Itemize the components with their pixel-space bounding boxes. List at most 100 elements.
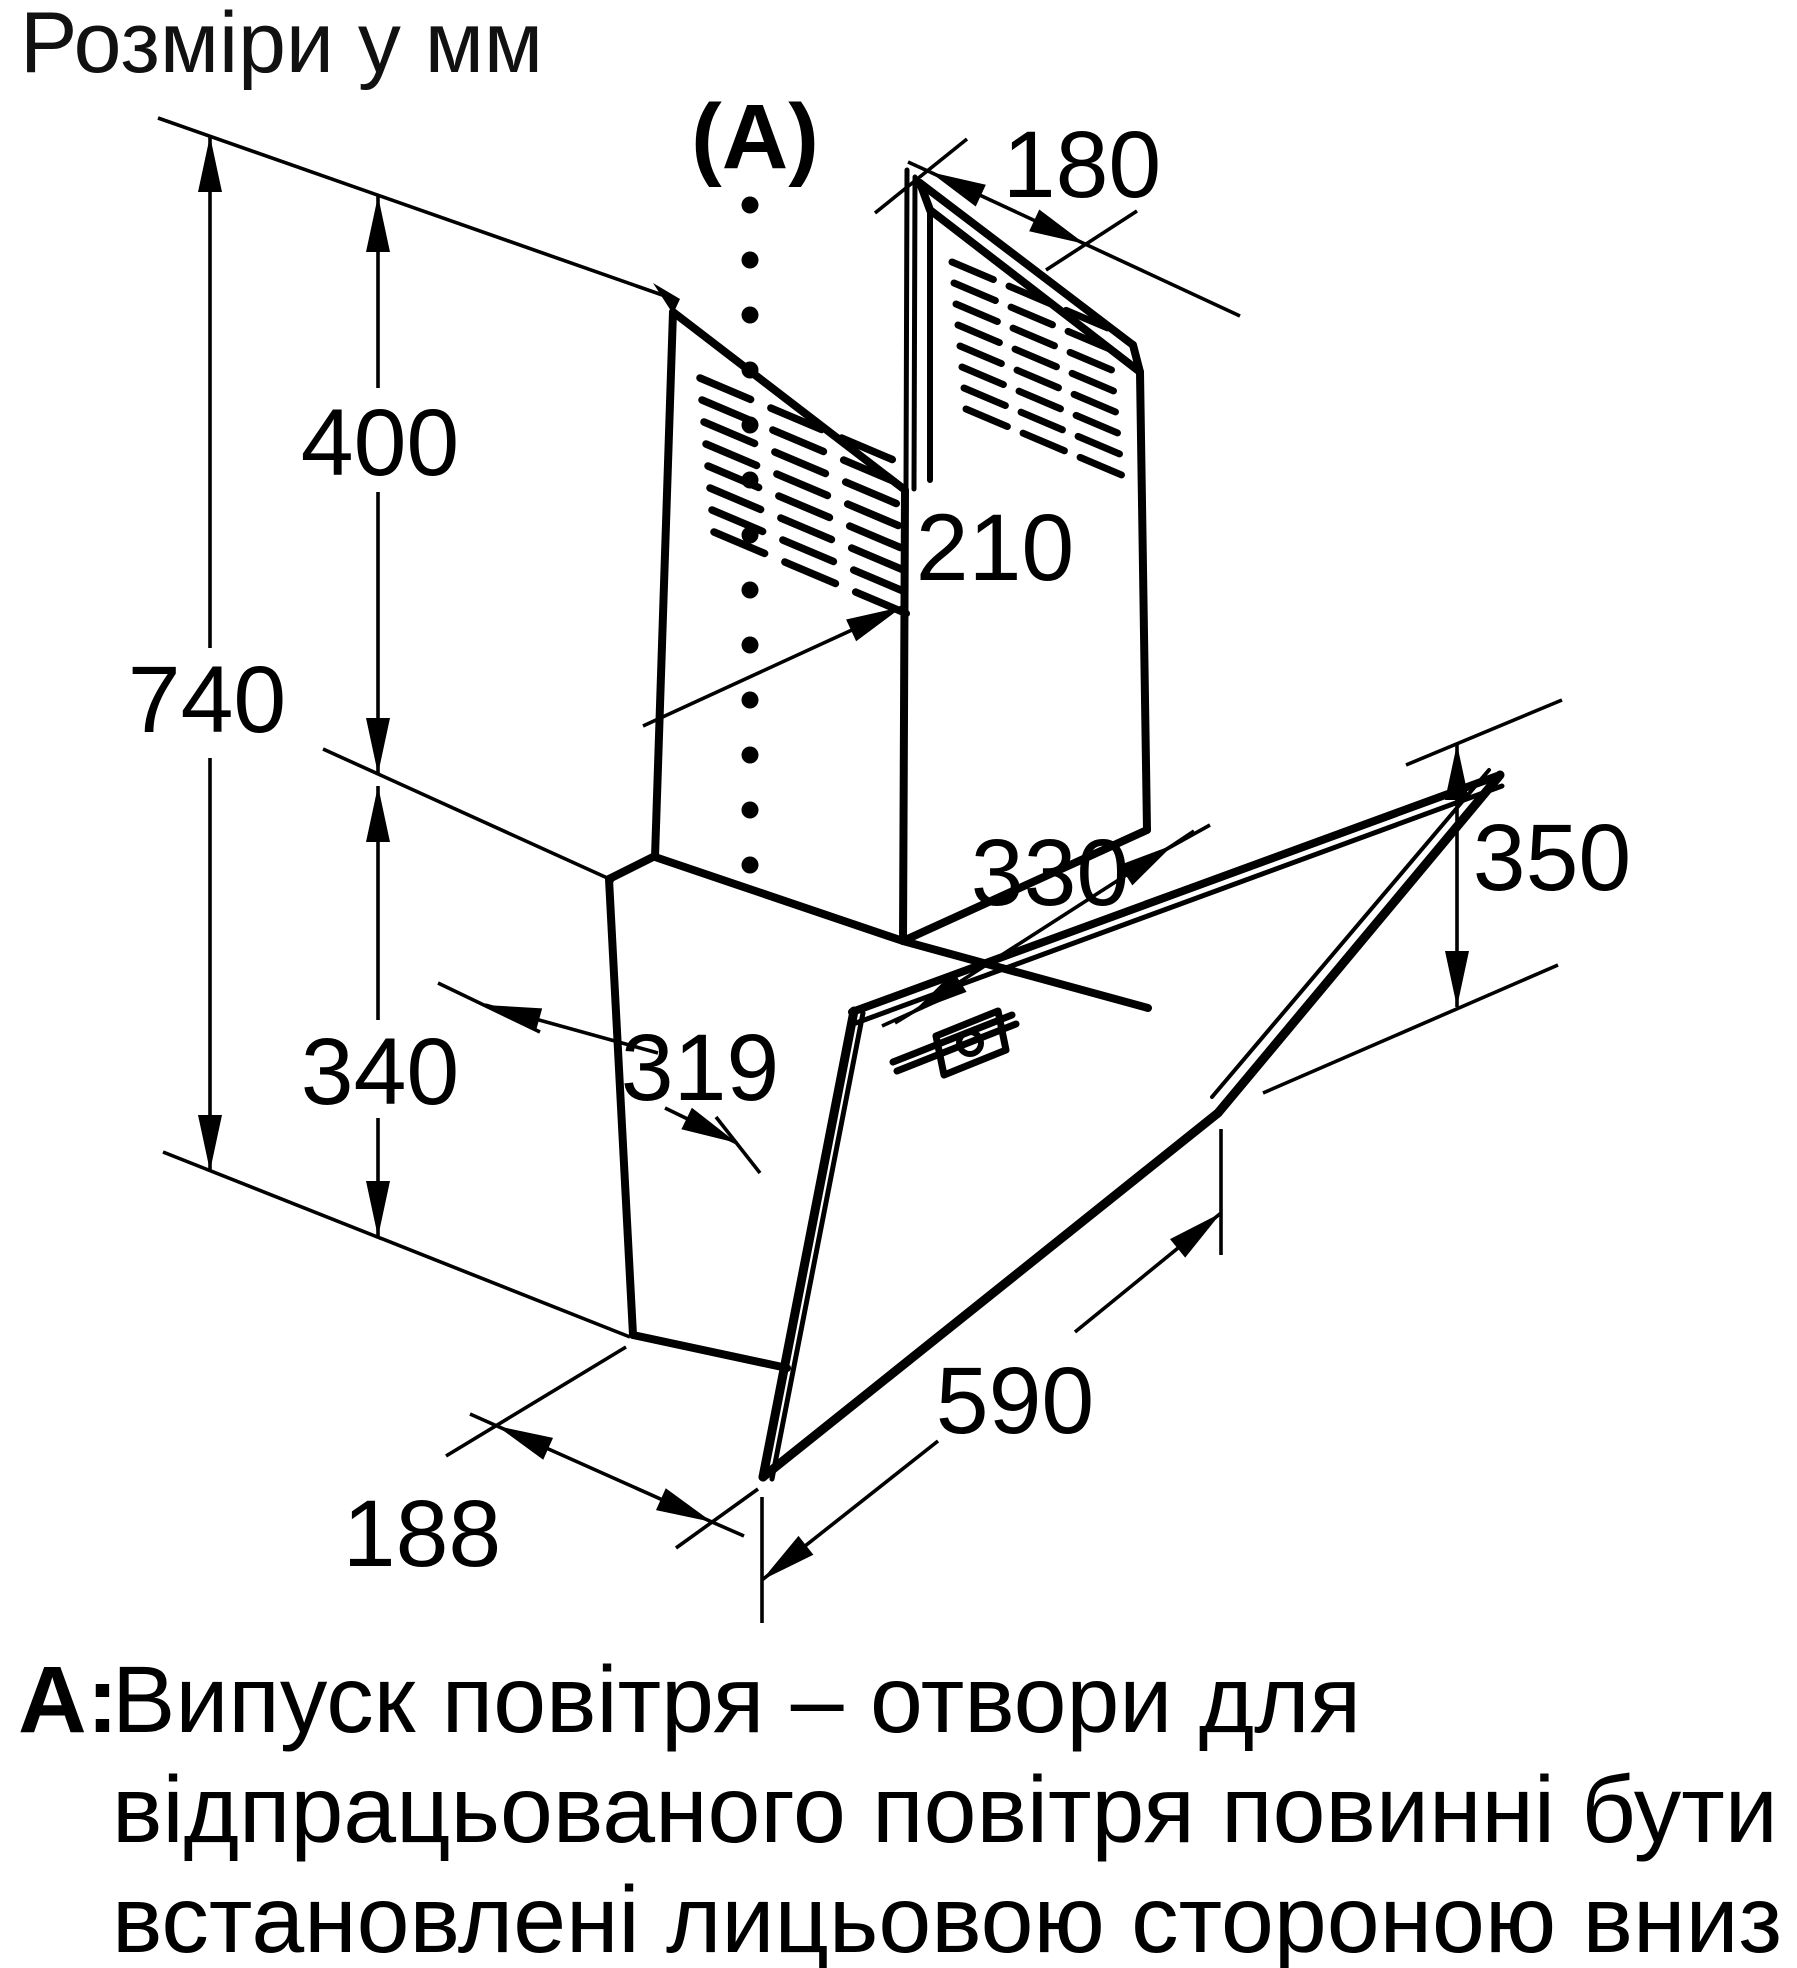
glass-left-edge [758, 1006, 859, 1482]
ext-line-chimney-top [157, 116, 669, 299]
vent-slat [960, 384, 1009, 410]
dim-line-188-overshoot-right [711, 1520, 745, 1538]
dim-line-188 [496, 1424, 713, 1524]
vent-slat [706, 484, 765, 514]
leader-dot [741, 746, 759, 764]
vent-slat [948, 258, 997, 284]
vent-slat [843, 500, 903, 530]
dim-line-590-right [1073, 1211, 1223, 1334]
chimney-front-section [651, 283, 911, 945]
vent-slat [771, 448, 830, 478]
vent-slat [773, 470, 832, 500]
dim-label-glass-height: 350 [1473, 805, 1632, 911]
vent-slat [847, 544, 907, 574]
vent-slat [696, 374, 755, 404]
hinge-screw-hole [956, 1029, 984, 1057]
leader-dot [741, 306, 759, 324]
duct-front-base-edge [651, 853, 907, 945]
vent-slat [1015, 387, 1064, 413]
vent-slat [952, 300, 1001, 326]
vent-slat [1074, 432, 1123, 458]
duct-front-left-edge [651, 308, 677, 861]
dim-label-glass-width: 590 [936, 1348, 1095, 1454]
vent-slat [1070, 390, 1119, 416]
vent-slat [1064, 327, 1113, 353]
dim-line-188-overshoot-left [469, 1412, 498, 1428]
vent-slat [777, 514, 836, 544]
vent-slat [710, 528, 769, 558]
footnote-line-2: відпрацьованого повітря повинні бути [112, 1757, 1778, 1863]
footnote-line-1: Випуск повітря – отвори для [112, 1647, 1361, 1753]
vent-slat [1076, 453, 1125, 479]
vent-slat [781, 558, 840, 588]
duct-top-left-cap [916, 179, 934, 214]
vent-slat [1062, 306, 1111, 332]
leader-dot [741, 196, 759, 214]
duct-front-top-and-corner-edge [669, 308, 909, 945]
dim-label-canopy-mid-depth: 319 [621, 1015, 780, 1121]
glass-hinge-bracket [932, 1007, 1010, 1079]
duct-joint-edge-outer [903, 167, 910, 492]
leader-line-210 [642, 605, 903, 728]
glass-bottom-edge [758, 1108, 1223, 1482]
footnote-prefix: A: [18, 1647, 118, 1753]
vent-slat [1011, 345, 1060, 371]
vent-slat [1072, 411, 1121, 437]
canopy-bottom-edge [629, 1331, 791, 1372]
page-title: Розміри у мм [20, 0, 543, 91]
vent-slat [708, 506, 767, 536]
glass-left-edge-thickness [769, 1010, 866, 1482]
exhaust-vent-grille-back [948, 258, 1125, 479]
dimension-labels: 740 400 340 180 210 330 319 350 590 188 [128, 112, 1632, 1587]
vent-slat [1066, 348, 1115, 374]
ext-line-350-top [1405, 698, 1563, 767]
hinge-bar-upper [889, 1011, 1016, 1066]
vent-slat [1068, 369, 1117, 395]
vent-slat [1017, 408, 1066, 434]
hinge-bar-lower [893, 1020, 1020, 1075]
vent-slat [1007, 303, 1056, 329]
vent-slat [962, 405, 1011, 431]
leader-dot [741, 801, 759, 819]
dim-label-body-height: 340 [301, 1019, 460, 1125]
glass-right-edge-thickness [1210, 768, 1491, 1099]
canopy-front-left-edge [605, 875, 637, 1339]
vent-slat [704, 462, 763, 492]
vent-slat [698, 396, 757, 426]
leader-dot [741, 251, 759, 269]
duct-right-edge [1136, 368, 1151, 834]
vent-slat [849, 566, 909, 596]
ext-line-canopy-bottom [162, 1150, 631, 1339]
duct-top-right-cap [1129, 341, 1144, 376]
dim-label-canopy-top-depth: 330 [971, 820, 1130, 926]
dim-line-590-left [760, 1439, 940, 1582]
exhaust-vent-grille-front [696, 374, 911, 618]
leader-dot [741, 691, 759, 709]
leader-dot [741, 636, 759, 654]
dim-line-319-left [484, 1003, 659, 1055]
dim-line-330 [912, 843, 1174, 1014]
dimension-lines [198, 136, 1469, 1582]
dim-label-duct-width: 210 [916, 495, 1075, 601]
vent-slat [775, 492, 834, 522]
vent-slat [954, 321, 1003, 347]
vent-slat [767, 404, 826, 434]
vent-slat [779, 536, 838, 566]
ext-line-350-bottom [1262, 963, 1559, 1095]
footnote: A: Випуск повітря – отвори для відпрацьо… [18, 1647, 1782, 1968]
vent-slat [702, 440, 761, 470]
air-outlet-callout-label: (A) [691, 86, 819, 188]
vent-slat [1019, 429, 1068, 455]
ext-line-188-right [674, 1487, 760, 1550]
vent-slat [845, 522, 905, 552]
footnote-line-3: встановлені лицьовою стороною вниз [112, 1867, 1782, 1968]
dim-line-330-overshoot-right [1172, 829, 1195, 847]
vent-slat [841, 478, 901, 508]
ext-line-188-left [445, 1345, 627, 1458]
ext-line-duct-top-right [1045, 209, 1138, 272]
vent-slat [956, 342, 1005, 368]
vent-slat [958, 363, 1007, 389]
leader-dot [741, 856, 759, 874]
